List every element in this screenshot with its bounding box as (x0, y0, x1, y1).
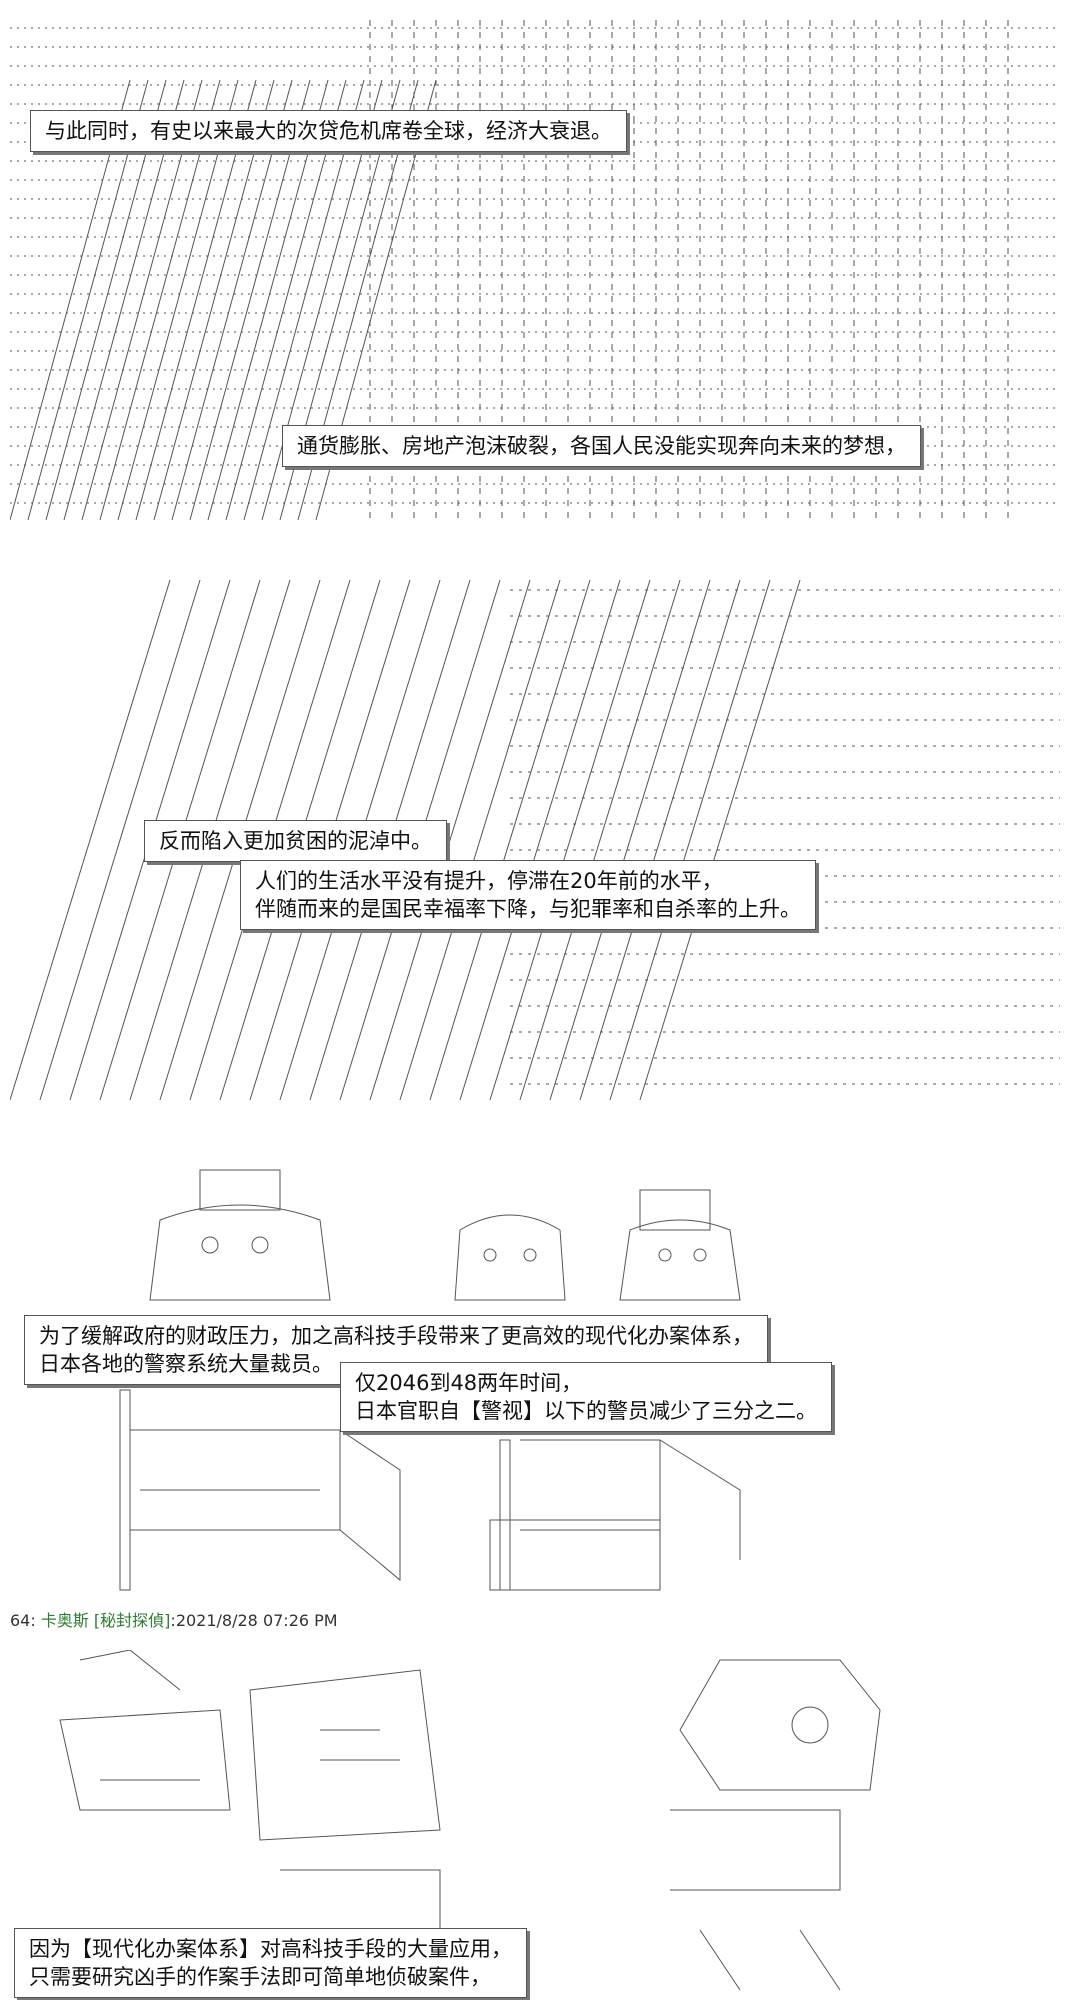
aa-panel-officers (120, 1160, 970, 1320)
caption-4: 人们的生活水平没有提升，停滞在20年前的水平， 伴随而来的是国民幸福率下降，与犯… (240, 860, 816, 930)
caption-line: 为了缓解政府的财政压力，加之高科技手段带来了更高效的现代化办案体系， (39, 1324, 753, 1348)
caption-line: 与此同时，有史以来最大的次贷危机席卷全球，经济大衰退。 (45, 119, 612, 143)
aa-art-officers (149, 1169, 741, 1301)
caption-line: 人们的生活水平没有提升，停滞在20年前的水平， (255, 869, 723, 893)
caption-line: 日本官职自【警视】以下的警员减少了三分之二。 (355, 1399, 817, 1423)
caption-6: 仅2046到48两年时间， 日本官职自【警视】以下的警员减少了三分之二。 (340, 1362, 832, 1432)
caption-line: 日本各地的警察系统大量裁员。 (39, 1352, 333, 1376)
aa-art-office (119, 1389, 741, 1591)
caption-line: 因为【现代化办案体系】对高科技手段的大量应用， (29, 1937, 512, 1961)
post-author[interactable]: 卡奥斯 [秘封探偵] (40, 1611, 171, 1630)
post-date: :2021/8/28 07:26 PM (170, 1611, 338, 1630)
caption-7: 因为【现代化办案体系】对高科技手段的大量应用， 只需要研究凶手的作案手法即可简单… (14, 1928, 527, 1998)
caption-line: 通货膨胀、房地产泡沫破裂，各国人民没能实现奔向未来的梦想， (297, 434, 906, 458)
post-header: 64: 卡奥斯 [秘封探偵]:2021/8/28 07:26 PM (10, 1607, 338, 1631)
caption-line: 伴随而来的是国民幸福率下降，与犯罪率和自杀率的上升。 (255, 897, 801, 921)
caption-2: 通货膨胀、房地产泡沫破裂，各国人民没能实现奔向未来的梦想， (282, 425, 921, 467)
caption-1: 与此同时，有史以来最大的次贷危机席卷全球，经济大衰退。 (30, 110, 627, 152)
caption-3: 反而陷入更加贫困的泥淖中。 (144, 820, 447, 862)
caption-line: 反而陷入更加贫困的泥淖中。 (159, 829, 432, 853)
caption-line: 只需要研究凶手的作案手法即可简单地侦破案件， (29, 1965, 491, 1989)
aa-panel-office (100, 1380, 860, 1595)
caption-line: 仅2046到48两年时间， (355, 1371, 583, 1395)
post-number: 64: (10, 1611, 36, 1630)
